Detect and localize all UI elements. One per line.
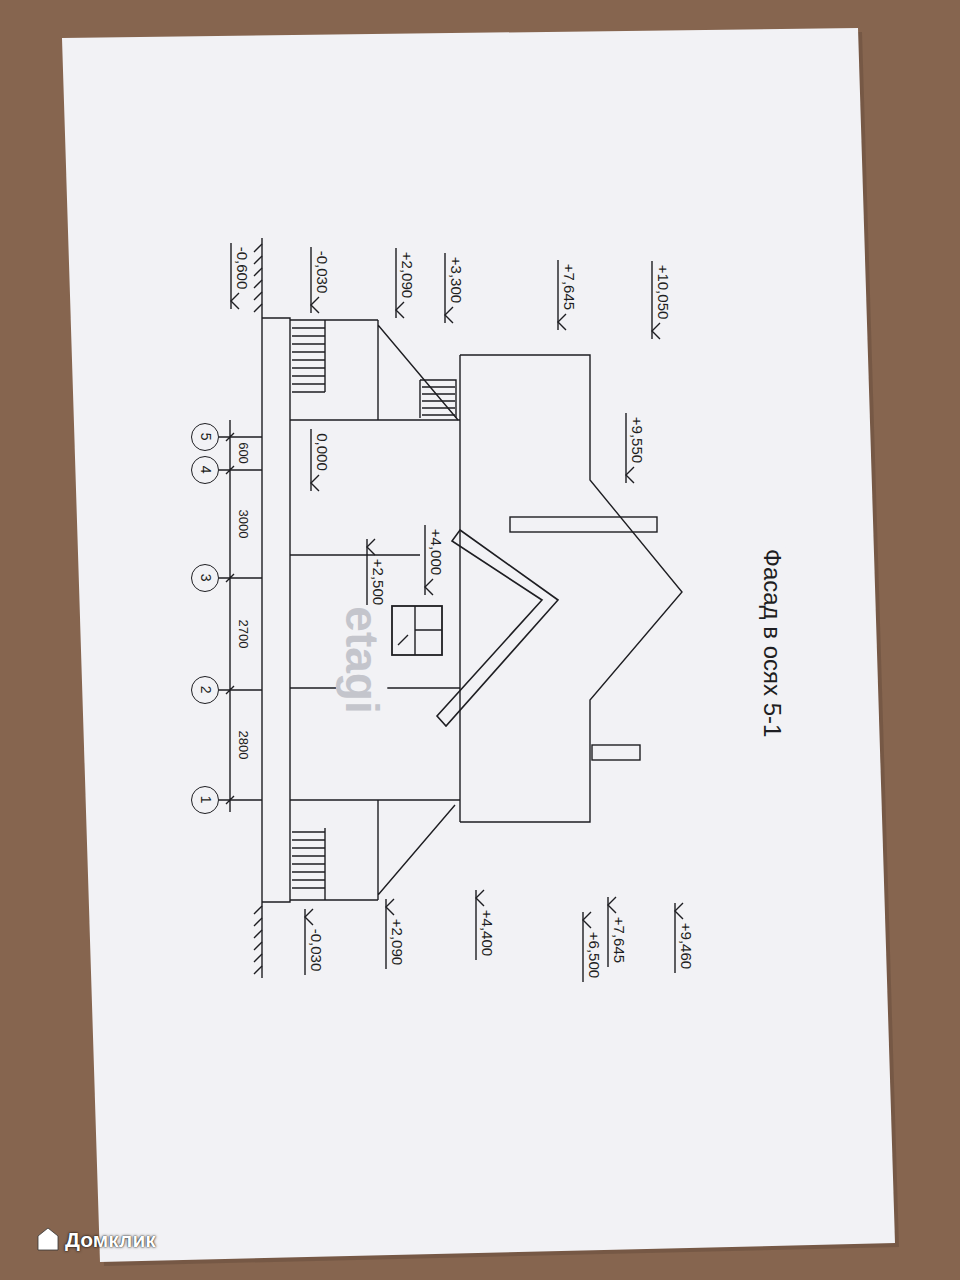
elevation-mark: +9,550 — [629, 416, 646, 464]
eave-line — [459, 355, 460, 822]
stair-balusters — [292, 832, 325, 888]
chimney — [510, 517, 657, 532]
dimension-value: 3000 — [236, 509, 250, 540]
ground-line — [261, 238, 262, 978]
elevation-mark: -0,600 — [234, 246, 251, 291]
wall-lines — [290, 420, 460, 800]
dimension-value: 600 — [236, 441, 250, 465]
elevation-mark: +2,090 — [399, 251, 416, 299]
level-markers — [231, 293, 683, 928]
axis-number: 1 — [197, 796, 212, 804]
plinth — [262, 318, 290, 902]
elevation-mark: +7,645 — [561, 263, 578, 311]
elevation-mark: +3,300 — [448, 256, 465, 304]
level-leaders — [231, 243, 675, 982]
window-frame — [398, 606, 442, 655]
elevation-mark: -0,030 — [314, 250, 331, 295]
ground-hatch — [254, 244, 262, 974]
axis-circle: 4 — [191, 456, 219, 484]
elevation-mark: +9,460 — [678, 922, 695, 970]
elevation-mark: +2,500 — [370, 558, 387, 606]
dimension-value: 2800 — [236, 730, 250, 761]
elevation-mark: +7,645 — [611, 916, 628, 964]
porch-bottom — [290, 800, 455, 900]
dimension-line — [226, 420, 234, 812]
elevation-mark: +4,000 — [428, 528, 445, 576]
dimension-value: 2700 — [236, 619, 250, 650]
axis-number: 4 — [197, 466, 212, 474]
logo-watermark: Домклик — [64, 1228, 157, 1251]
paper-sheet — [62, 28, 895, 1262]
logo-icon — [38, 1228, 58, 1250]
elevation-mark: +4,400 — [479, 909, 496, 957]
drawing-lines — [219, 238, 683, 982]
axis-circle: 1 — [191, 786, 219, 814]
elevation-mark: +2,090 — [389, 918, 406, 966]
gable-board — [437, 530, 558, 726]
roof-outline — [460, 355, 682, 822]
elevation-mark: +10,050 — [655, 264, 672, 321]
sheet-title: Фасад в осях 5-1 — [759, 548, 785, 739]
axis-circle: 3 — [191, 564, 219, 592]
watermark: etagi — [337, 605, 388, 714]
axis-circle: 5 — [191, 423, 219, 451]
axis-lines — [219, 437, 262, 800]
stair-balusters — [292, 328, 325, 392]
axis-number: 3 — [197, 574, 212, 582]
elevation-mark: 0,000 — [314, 432, 331, 472]
elevation-mark: -0,030 — [308, 928, 325, 973]
axis-circle: 2 — [191, 676, 219, 704]
chimney — [592, 745, 640, 760]
elevation-mark: +6,500 — [586, 931, 603, 979]
window — [392, 606, 442, 655]
balcony-railing — [420, 380, 456, 418]
axis-number: 5 — [197, 433, 212, 441]
porch-top — [290, 320, 458, 420]
axis-number: 2 — [197, 686, 212, 694]
